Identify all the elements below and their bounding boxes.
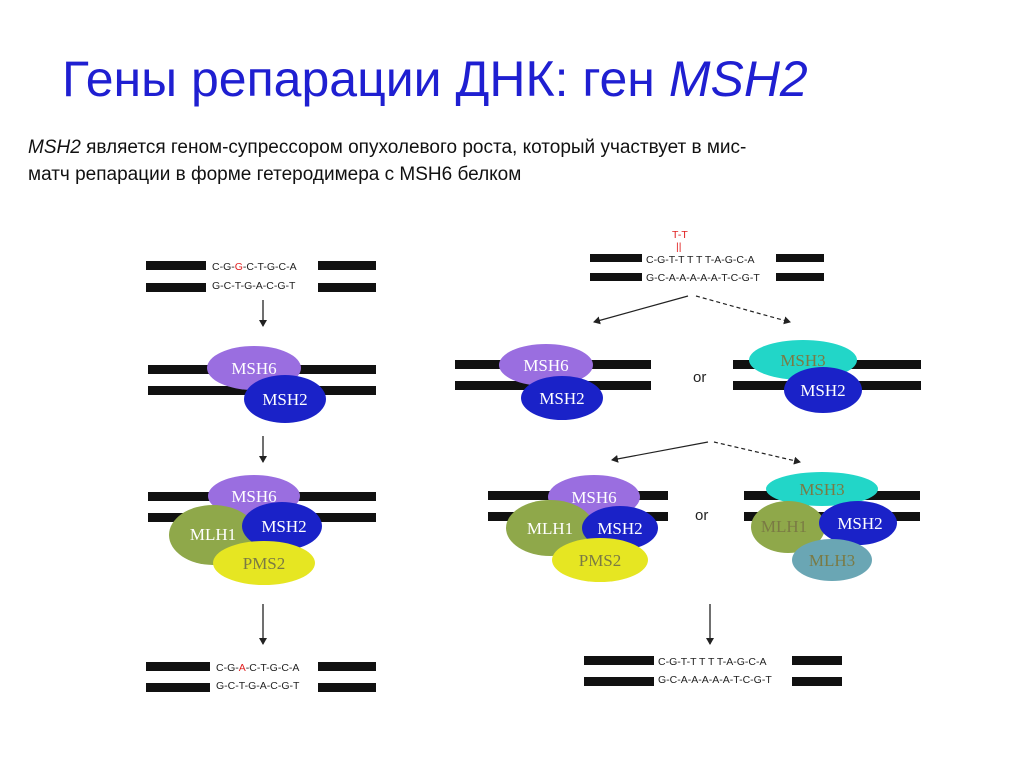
left-bottom-seq-strand2: G-C-T-G-A-C-G-T: [216, 680, 300, 692]
mlh1-protein: [506, 500, 594, 556]
msh2-protein: [784, 367, 862, 413]
left-bottom-seq-strand1: C-G-A-C-T-G-C-A: [216, 662, 299, 674]
msh2-protein: [819, 501, 897, 545]
msh2-label: MSH2: [837, 514, 882, 533]
right-arrow-dashed-1: [695, 295, 791, 325]
left-top-seq-strand2: G-C-T-G-A-C-G-T: [212, 280, 296, 292]
msh6-label: MSH6: [523, 356, 568, 375]
right-top-seq-strand2: G-C-A-A-A-A-A-T-C-G-T: [646, 272, 760, 284]
msh6-label: MSH6: [231, 359, 276, 378]
msh3-label: MSH3: [780, 351, 825, 370]
or-label: or: [695, 507, 708, 524]
msh3-label: MSH3: [799, 480, 844, 499]
msh2-protein: [244, 375, 326, 423]
msh2-protein: [521, 376, 603, 420]
msh3-protein: [766, 472, 878, 506]
msh2-protein: [242, 502, 322, 550]
right-stage-mlh1-mlh3-complex: MSH3 MLH1 MSH2 MLH3: [744, 472, 920, 581]
msh2-label: MSH2: [261, 517, 306, 536]
msh2-label: MSH2: [597, 519, 642, 538]
right-stage-mutsalpha: MSH6 MSH2: [455, 344, 651, 420]
description-line1: является геном-супрессором опухолевого р…: [80, 137, 747, 158]
title-main: Гены репарации ДНК: ген: [62, 51, 669, 107]
pms2-label: PMS2: [243, 554, 286, 573]
mlh1-label: MLH1: [190, 525, 236, 544]
or-label: or: [693, 369, 706, 386]
right-dna-repaired: C-G-T-T T T T-A-G-C-A G-C-A-A-A-A-A-T-C-…: [584, 656, 842, 686]
msh2-label: MSH2: [262, 390, 307, 409]
mlh1-label: MLH1: [761, 517, 807, 536]
right-top-seq-strand1: C-G-T-T T T T-A-G-C-A: [646, 254, 755, 266]
mlh3-protein: [792, 539, 872, 581]
left-stage-mlh1-pms2-complex: MSH6 MLH1 MSH2 PMS2: [148, 475, 376, 585]
left-dna-repaired: C-G-A-C-T-G-C-A G-C-T-G-A-C-G-T: [146, 662, 376, 692]
right-stage-mutsbeta: MSH3 MSH2: [733, 340, 921, 413]
left-top-seq-strand1: C-G-G-C-T-G-C-A: [212, 261, 297, 273]
right-dna-loop: T-T || C-G-T-T T T T-A-G-C-A G-C-A-A-A-A…: [590, 229, 824, 284]
left-dna-mismatch: C-G-G-C-T-G-C-A G-C-T-G-A-C-G-T: [146, 261, 376, 292]
msh2-label: MSH2: [539, 389, 584, 408]
mlh1-label: MLH1: [527, 519, 573, 538]
right-bottom-seq-strand1: C-G-T-T T T T-A-G-C-A: [658, 656, 767, 668]
right-stage-mlh1-pms2-complex: MSH6 MLH1 MSH2 PMS2: [488, 475, 668, 582]
pms2-protein: [213, 541, 315, 585]
msh6-label: MSH6: [571, 488, 616, 507]
msh2-label: MSH2: [800, 381, 845, 400]
right-bottom-seq-strand2: G-C-A-A-A-A-A-T-C-G-T: [658, 674, 772, 686]
pms2-protein: [552, 538, 648, 582]
title-gene: MSH2: [668, 51, 808, 107]
description: MSH2 является геном-супрессором опухолев…: [28, 134, 1003, 188]
loop-label: T-T: [672, 229, 688, 241]
left-stage-msh-complex: MSH6 MSH2: [148, 346, 376, 423]
mlh3-label: MLH3: [809, 551, 855, 570]
msh6-label: MSH6: [231, 487, 276, 506]
right-arrow-dashed-2: [713, 441, 801, 465]
description-line2: матч репарации в форме гетеродимера с MS…: [28, 164, 522, 185]
loop-mark: ||: [676, 241, 681, 253]
description-gene: MSH2: [28, 137, 81, 158]
mlh1-protein: [751, 501, 825, 553]
page-title: Гены репарации ДНК: ген MSH2: [62, 52, 1002, 107]
msh6-protein: [499, 344, 593, 386]
pms2-label: PMS2: [579, 551, 622, 570]
right-arrow-solid-2: [611, 441, 709, 463]
right-arrow-solid-1: [593, 295, 689, 325]
